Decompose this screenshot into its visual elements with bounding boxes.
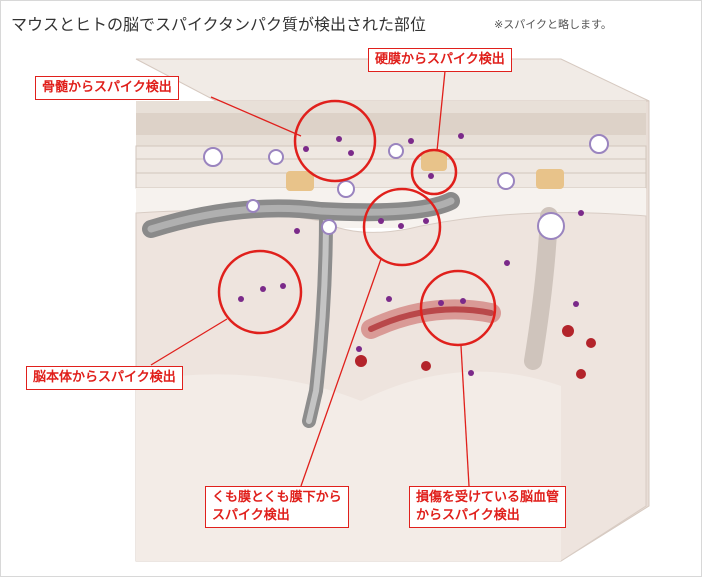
highlight-vessel [419, 269, 497, 347]
label-bone-marrow-text: 骨髄からスパイク検出 [42, 80, 172, 95]
virus-particle [589, 134, 609, 154]
virus-particle [337, 180, 355, 198]
spike-protein [280, 283, 286, 289]
virus-particle [321, 219, 337, 235]
spike-protein [238, 296, 244, 302]
spike-protein [504, 260, 510, 266]
red-cell [576, 369, 586, 379]
label-dura: 硬膜からスパイク検出 [368, 48, 512, 72]
spike-protein [294, 228, 300, 234]
pointer-vessel [460, 345, 470, 487]
virus-particle [203, 147, 223, 167]
spike-protein [458, 133, 464, 139]
spike-protein [386, 296, 392, 302]
spike-protein [428, 173, 434, 179]
spike-protein [356, 346, 362, 352]
spike-protein [378, 218, 384, 224]
label-dura-text: 硬膜からスパイク検出 [375, 52, 505, 67]
red-cell [562, 325, 574, 337]
spike-protein [398, 223, 404, 229]
spike-protein [468, 370, 474, 376]
spike-protein [336, 136, 342, 142]
virus-particle [497, 172, 515, 190]
block-front-face [136, 371, 561, 561]
spike-protein [423, 218, 429, 224]
virus-particle [537, 212, 565, 240]
highlight-brain [217, 249, 303, 335]
pointer-brain [150, 318, 228, 366]
spike-protein [573, 301, 579, 307]
label-bone-marrow: 骨髄からスパイク検出 [35, 76, 179, 100]
label-vessel-text-2: からスパイク検出 [416, 508, 520, 523]
abbreviation-note: ※スパイクと略します。 [494, 18, 612, 31]
highlight-meninges [362, 187, 442, 267]
spike-protein [460, 298, 466, 304]
spike-protein [260, 286, 266, 292]
red-cell [355, 355, 367, 367]
pointer-bone-marrow [210, 96, 302, 137]
figure-title: マウスとヒトの脳でスパイクタンパク質が検出された部位 [11, 15, 427, 34]
label-meninges: くも膜とくも膜下から スパイク検出 [205, 486, 349, 528]
label-vessel: 損傷を受けている脳血管 からスパイク検出 [409, 486, 567, 528]
spike-protein [303, 146, 309, 152]
label-brain-text: 脳本体からスパイク検出 [33, 370, 176, 385]
spike-protein [438, 300, 444, 306]
red-cell [586, 338, 596, 348]
highlight-dura [410, 148, 458, 196]
pointer-meninges [300, 258, 382, 487]
bone-marrow-band [136, 113, 646, 135]
bone-cell [536, 169, 564, 189]
virus-particle [388, 143, 404, 159]
bone-cell [421, 151, 447, 171]
spike-protein [578, 210, 584, 216]
pointer-dura [436, 70, 446, 152]
bone-cell [286, 171, 314, 191]
label-vessel-text-1: 損傷を受けている脳血管 [416, 490, 560, 505]
virus-particle [268, 149, 284, 165]
highlight-bone-marrow [293, 99, 377, 183]
spike-protein [348, 150, 354, 156]
virus-particle [246, 199, 260, 213]
red-cell [421, 361, 431, 371]
spike-protein [408, 138, 414, 144]
label-meninges-text-1: くも膜とくも膜下から [212, 490, 342, 505]
label-brain: 脳本体からスパイク検出 [26, 366, 183, 390]
label-meninges-text-2: スパイク検出 [212, 508, 290, 523]
